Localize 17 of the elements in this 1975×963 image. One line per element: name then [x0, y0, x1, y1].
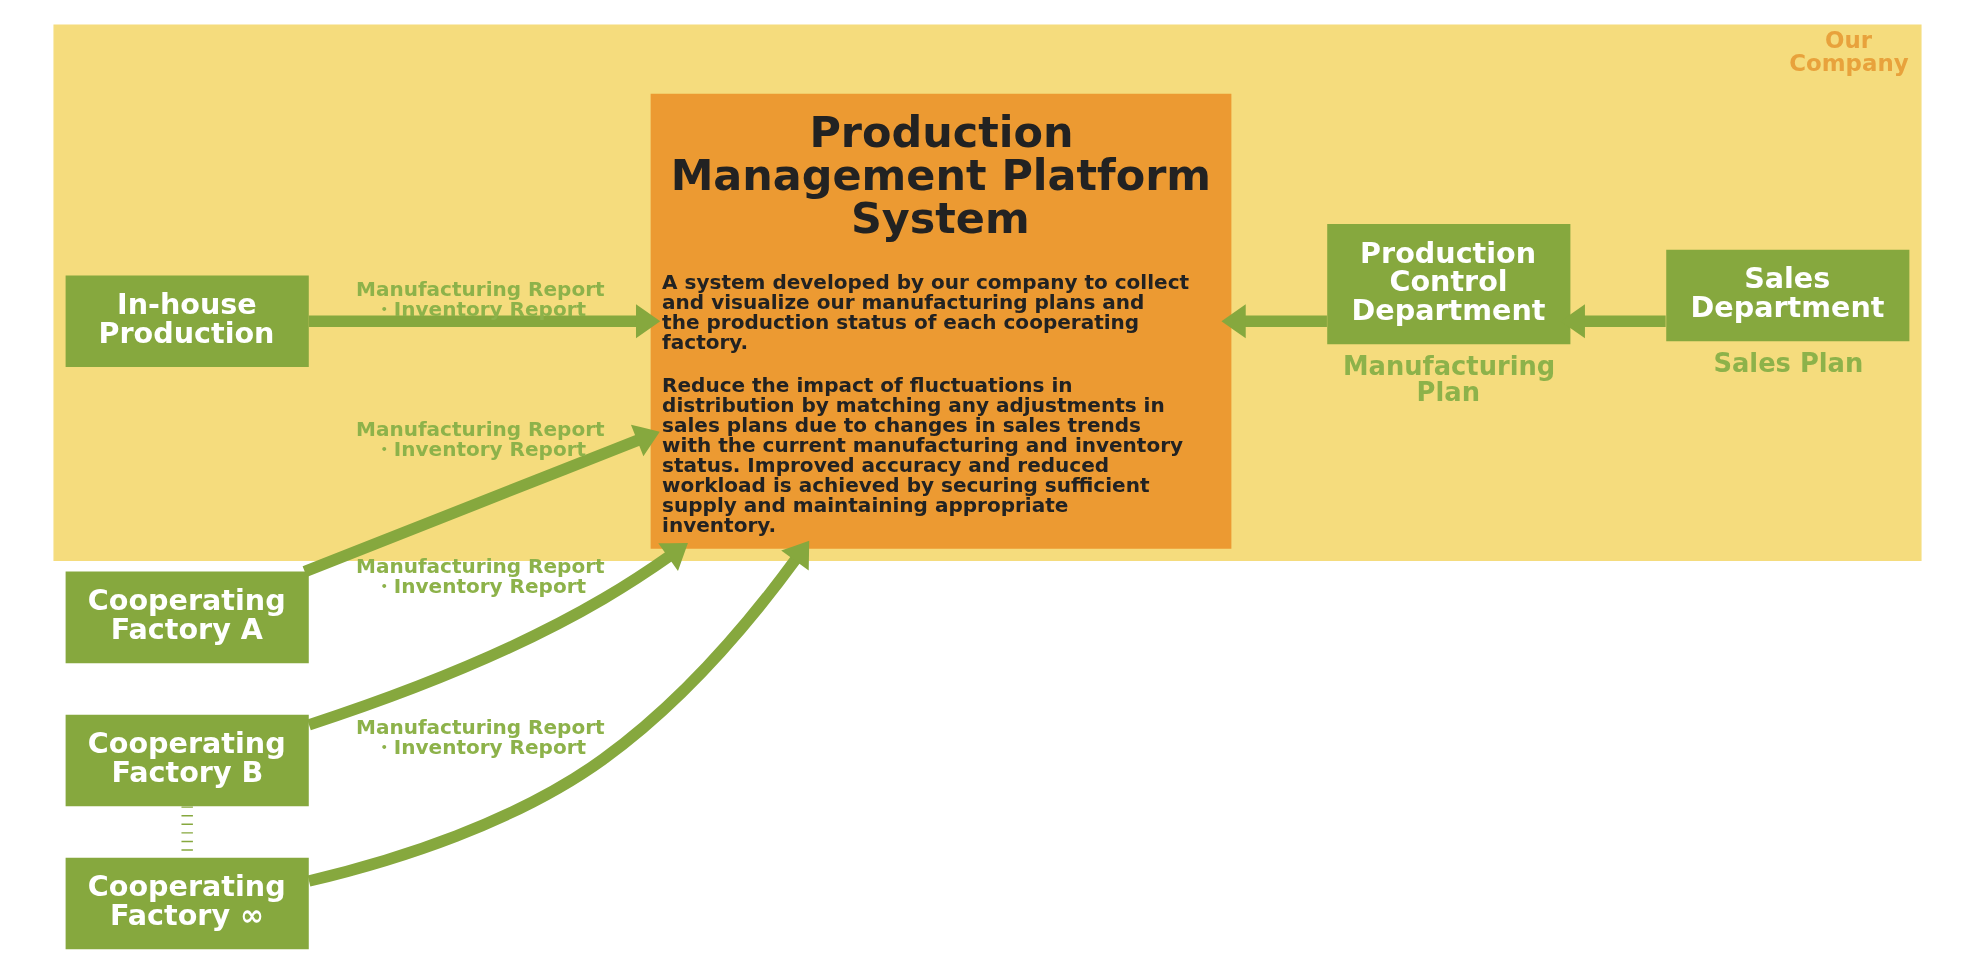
arrow [302, 424, 660, 577]
arrow [307, 540, 810, 887]
arrow [308, 304, 661, 339]
node-label: Manufacturing Plan [1342, 350, 1556, 407]
edge-label: Manufacturing Report ・Inventory Report [355, 276, 605, 321]
node-box: Production Management Platform System A system developed by our company to collect and visualize our manufacturing plans and the production status of each cooperating factory. Reduce the impact of fluctuations in distribution by matching any adjustments in sales plans due to changes in sales trends with the current manufacturing and inventory status. Improved accuracy and reduced workload is achieved by securing sufficient supply and maintaining appropriate inventory. [650, 93, 1232, 549]
edge-label: Manufacturing Report ・Inventory Report [355, 714, 605, 759]
edge-label: Manufacturing Report ・Inventory Report [355, 417, 605, 462]
node-box: Cooperating Factory A [65, 571, 309, 664]
node-box: Production Control Department [1327, 224, 1571, 345]
node-box: Cooperating Factory B [65, 714, 309, 807]
node-box: Cooperating Factory ∞ [65, 857, 309, 950]
arrow [1221, 304, 1327, 339]
node-box: In-house Production [65, 275, 309, 368]
node-label: Sales Plan [1713, 347, 1864, 378]
node-box: Sales Department [1666, 249, 1910, 342]
arrow [307, 543, 688, 731]
